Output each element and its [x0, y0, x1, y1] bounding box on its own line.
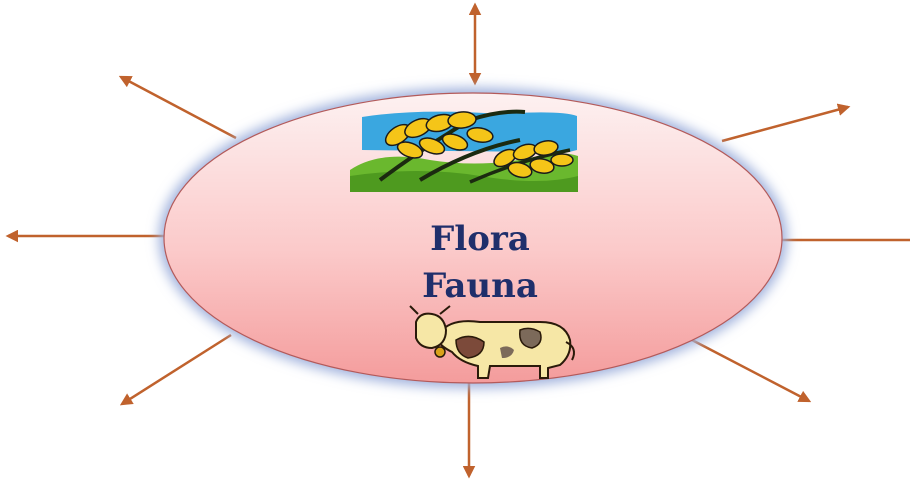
spoke-bottom-right — [692, 340, 809, 401]
spoke-top-left — [121, 77, 236, 138]
center-label-fauna: Fauna — [380, 269, 580, 303]
spoke-top-right — [722, 107, 848, 141]
spoke-bottom-left — [122, 335, 231, 404]
center-label-flora: Flora — [380, 222, 580, 256]
